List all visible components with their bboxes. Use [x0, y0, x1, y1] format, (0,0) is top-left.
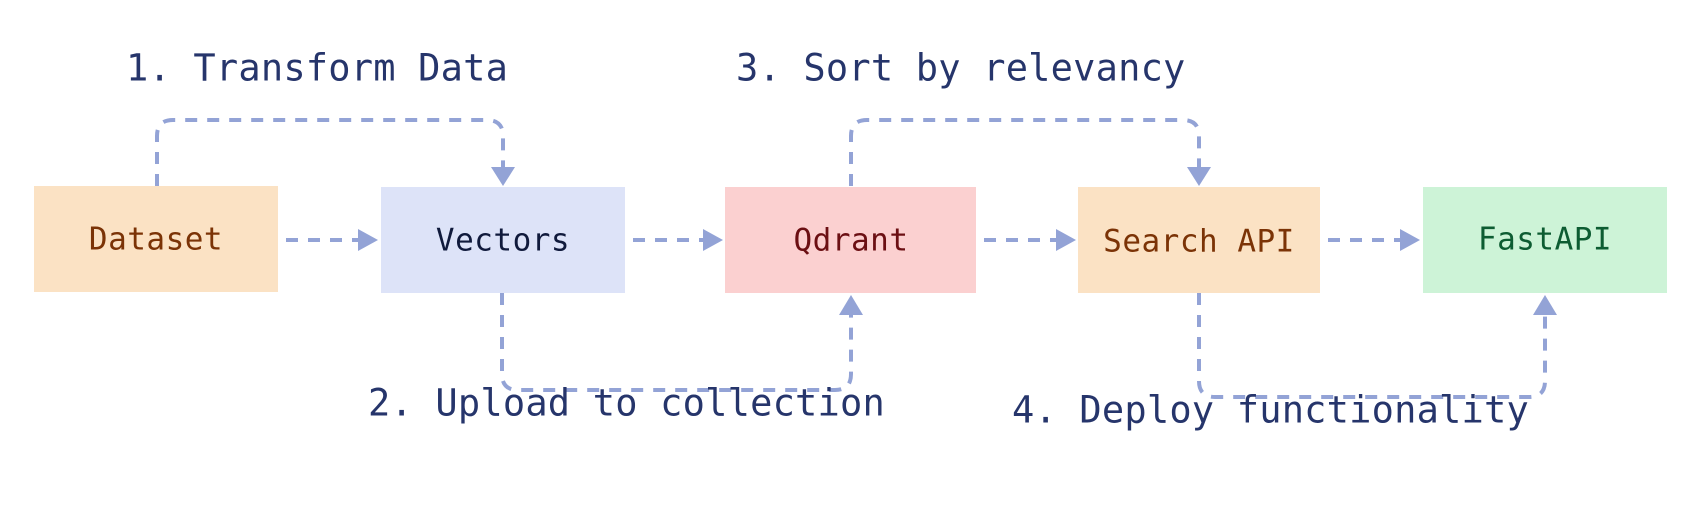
node-fastapi-label: FastAPI: [1478, 222, 1612, 258]
node-search-api[interactable]: Search API: [1078, 187, 1320, 293]
node-dataset-label: Dataset: [89, 222, 223, 258]
node-dataset[interactable]: Dataset: [34, 186, 278, 292]
edge-search-fastapi-arrowhead: [1400, 229, 1420, 251]
edge-step-4-line: [1197, 293, 1547, 399]
edge-step-3-line: [849, 118, 1201, 186]
step-label-4: 4. Deploy functionality: [1012, 389, 1529, 432]
node-qdrant-label: Qdrant: [794, 223, 909, 259]
edge-qdrant-search-arrowhead: [1056, 229, 1076, 251]
edge-step-2: [500, 293, 863, 392]
node-search-api-box[interactable]: [1078, 187, 1320, 293]
edge-step-2-arrowhead: [839, 295, 863, 315]
node-vectors-box[interactable]: [381, 187, 625, 293]
edge-step-4-arrowhead: [1533, 295, 1557, 315]
edge-vectors-qdrant: [633, 229, 723, 251]
edge-qdrant-search: [984, 229, 1076, 251]
edge-step-3-arrowhead: [1187, 167, 1211, 186]
edge-search-fastapi: [1328, 229, 1420, 251]
edge-vectors-qdrant-arrowhead: [703, 229, 723, 251]
step-label-2: 2. Upload to collection: [368, 382, 885, 425]
node-fastapi-box[interactable]: [1423, 187, 1667, 293]
node-qdrant-box[interactable]: [725, 187, 976, 293]
edge-step-1: [155, 118, 515, 186]
edge-dataset-vectors: [286, 229, 378, 251]
edge-dataset-vectors-arrowhead: [358, 229, 378, 251]
edge-step-3: [849, 118, 1211, 186]
edge-step-1-line: [155, 118, 505, 186]
step-label-1: 1. Transform Data: [126, 47, 508, 90]
edge-step-2-line: [500, 293, 853, 392]
node-dataset-box[interactable]: [34, 186, 278, 292]
node-qdrant[interactable]: Qdrant: [725, 187, 976, 293]
node-fastapi[interactable]: FastAPI: [1423, 187, 1667, 293]
edge-step-4: [1197, 293, 1557, 399]
node-vectors-label: Vectors: [436, 223, 570, 259]
step-label-3: 3. Sort by relevancy: [736, 47, 1186, 90]
node-vectors[interactable]: Vectors: [381, 187, 625, 293]
node-search-api-label: Search API: [1103, 224, 1295, 260]
edge-step-1-arrowhead: [491, 167, 515, 186]
